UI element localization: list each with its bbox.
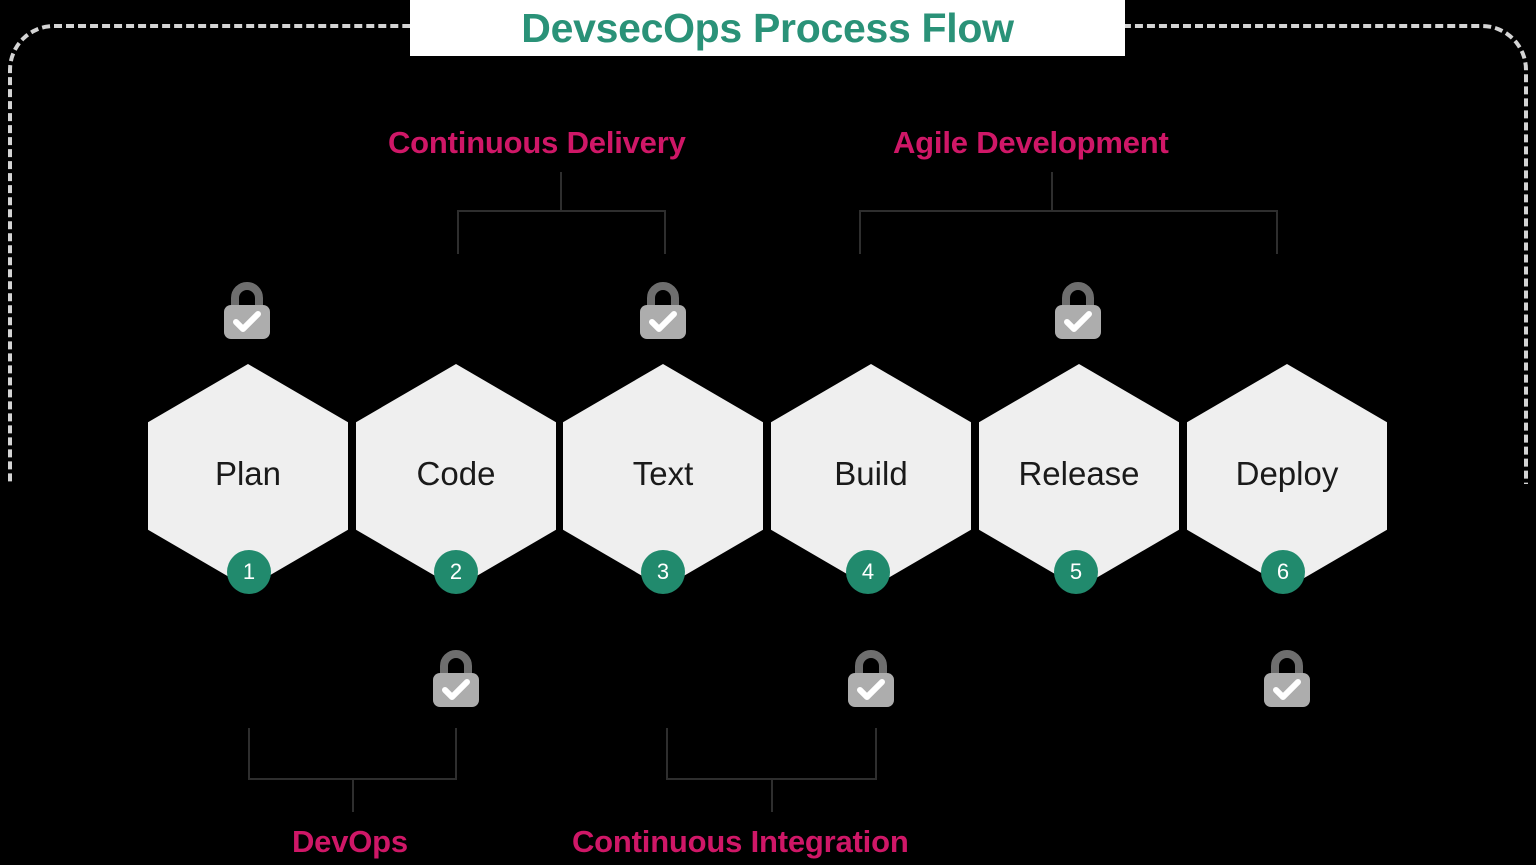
stage-badge-number: 5 — [1069, 559, 1083, 584]
lock-check-icon — [1259, 646, 1315, 710]
bracket-continuous-delivery — [457, 172, 666, 254]
stage-badge-number: 1 — [242, 559, 256, 584]
bracket-stem — [352, 778, 354, 812]
lock-check-icon — [843, 646, 899, 710]
page-title: DevsecOps Process Flow — [521, 4, 1014, 51]
lock-check-icon — [219, 278, 275, 342]
stage-badge-4: 4 — [846, 550, 890, 594]
stage-badge-number: 3 — [656, 559, 670, 584]
lock-check-icon — [635, 278, 691, 342]
stage-label: Build — [834, 455, 908, 492]
bracket-stem — [1051, 172, 1053, 210]
lock-check-icon — [428, 646, 484, 710]
group-label-continuous-integration: Continuous Integration — [572, 824, 909, 859]
bracket-agile-development — [859, 172, 1278, 254]
stage-label: Text — [632, 455, 694, 492]
lock-check-icon — [1050, 278, 1106, 342]
bracket-crossbar — [859, 210, 1278, 212]
stage-badge-number: 2 — [449, 559, 463, 584]
stage-badge-2: 2 — [434, 550, 478, 594]
bracket-right-leg — [455, 728, 457, 778]
stage-label: Deploy — [1235, 455, 1339, 492]
stage-badge-1: 1 — [227, 550, 271, 594]
bracket-right-leg — [1276, 210, 1278, 254]
title-banner: DevsecOps Process Flow — [410, 0, 1125, 56]
bracket-right-leg — [875, 728, 877, 778]
stage-badge-number: 4 — [861, 559, 875, 584]
bracket-right-leg — [664, 210, 666, 254]
group-label-devops: DevOps — [292, 824, 408, 859]
stage-label: Release — [1018, 455, 1140, 492]
group-label-continuous-delivery: Continuous Delivery — [388, 125, 686, 160]
stage-badge-5: 5 — [1054, 550, 1098, 594]
stage-badge-3: 3 — [641, 550, 685, 594]
bracket-devops — [248, 728, 457, 812]
bracket-left-leg — [859, 210, 861, 254]
bracket-left-leg — [248, 728, 250, 778]
group-label-agile-development: Agile Development — [893, 125, 1169, 160]
bracket-continuous-integration — [666, 728, 877, 812]
bracket-left-leg — [666, 728, 668, 778]
stage-badge-number: 6 — [1276, 559, 1290, 584]
stage-label: Plan — [214, 455, 282, 492]
stage-badge-6: 6 — [1261, 550, 1305, 594]
stage-label: Code — [416, 455, 496, 492]
bracket-stem — [560, 172, 562, 210]
bracket-stem — [771, 778, 773, 812]
bracket-left-leg — [457, 210, 459, 254]
bracket-crossbar — [457, 210, 666, 212]
